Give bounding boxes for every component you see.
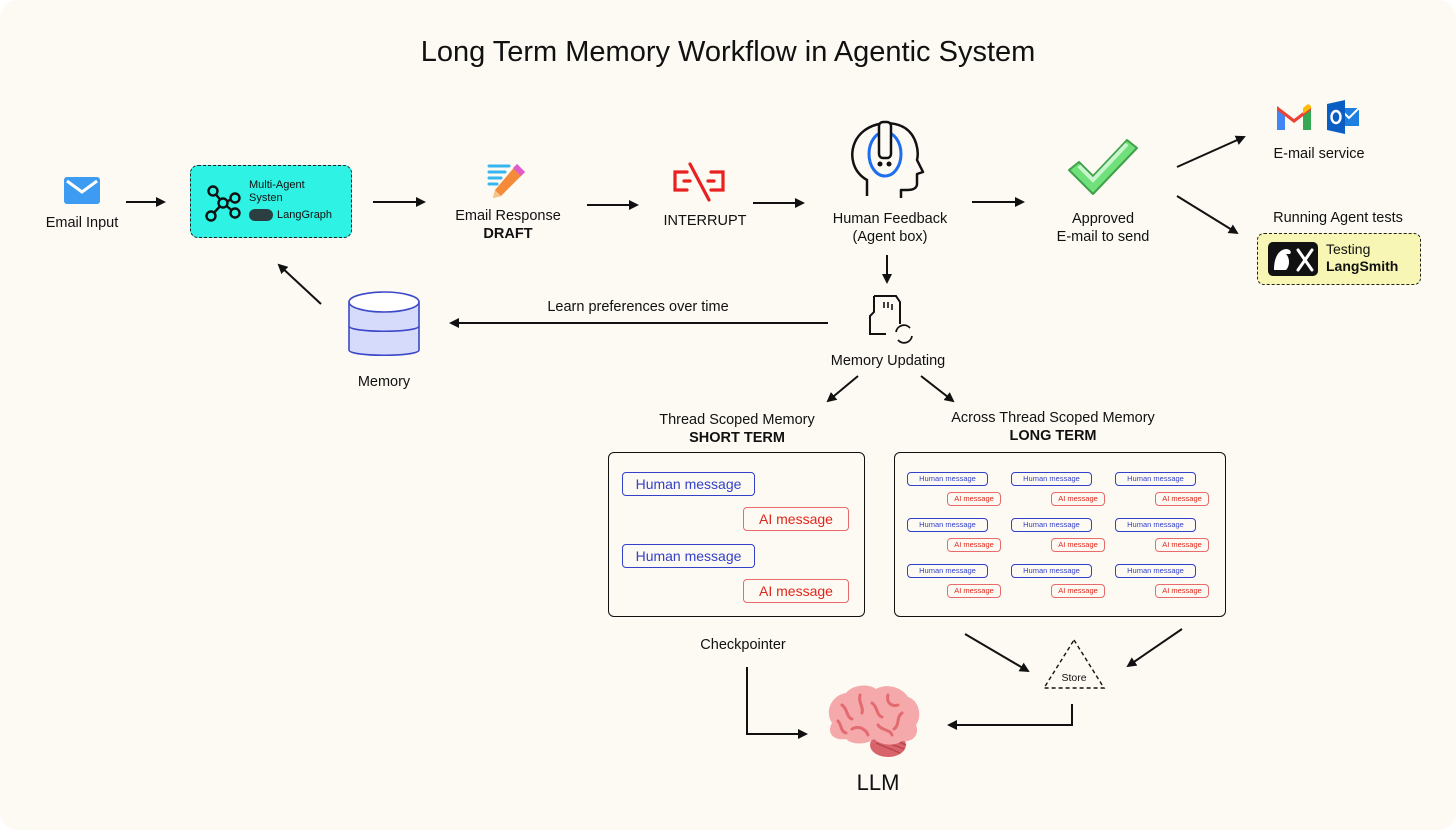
parrot-tools-icon — [1268, 242, 1318, 276]
email-draft-label: Email Response DRAFT — [438, 207, 578, 243]
learn-preferences-label: Learn preferences over time — [547, 299, 729, 315]
ai-message: AI message — [947, 584, 1001, 598]
ai-message: AI message — [947, 492, 1001, 506]
store-label: Store — [1061, 672, 1087, 684]
human-message: Human message — [622, 544, 755, 568]
arrow-long-term-left-to-store — [964, 633, 1030, 673]
network-graph-icon — [203, 183, 243, 228]
langsmith-line1: Testing — [1326, 241, 1371, 257]
human-feedback-label: Human Feedback (Agent box) — [815, 210, 965, 246]
ai-message: AI message — [1051, 584, 1105, 598]
langsmith-testing-node[interactable]: Testing LangSmith — [1257, 233, 1421, 285]
arrow-updating-to-short-term — [826, 375, 859, 403]
ai-message: AI message — [743, 579, 849, 603]
multi-agent-label-line2: Systen — [249, 192, 283, 204]
email-input-label: Email Input — [45, 215, 119, 231]
email-service-label: E-mail service — [1273, 146, 1365, 162]
langgraph-logo-icon — [249, 209, 273, 221]
langgraph-label: LangGraph — [277, 209, 333, 221]
human-message: Human message — [1115, 564, 1196, 578]
llm-label: LLM — [856, 770, 900, 795]
gmail-icon — [1275, 102, 1313, 137]
memory-label: Memory — [357, 374, 411, 390]
approved-label: Approved E-mail to send — [1030, 210, 1176, 246]
long-term-heading: Across Thread Scoped Memory LONG TERM — [933, 409, 1173, 445]
arrow-approved-to-email-service — [1176, 135, 1246, 168]
langsmith-text: Testing LangSmith — [1326, 241, 1398, 275]
database-icon — [347, 290, 421, 367]
ai-message: AI message — [743, 507, 849, 531]
short-term-memory-panel: Human message AI message Human message A… — [608, 452, 865, 617]
human-message: Human message — [907, 564, 988, 578]
ai-message: AI message — [1155, 492, 1209, 506]
ai-message: AI message — [1051, 492, 1105, 506]
human-message: Human message — [622, 472, 755, 496]
multi-agent-label-line1: Multi-Agent — [249, 179, 305, 191]
short-term-heading: Thread Scoped Memory SHORT TERM — [627, 411, 847, 447]
human-message: Human message — [1011, 518, 1092, 532]
outlook-icon — [1325, 100, 1361, 139]
approved-label-line1: Approved — [1071, 211, 1135, 227]
short-term-title: Thread Scoped Memory — [659, 412, 815, 428]
diagram-title: Long Term Memory Workflow in Agentic Sys… — [420, 36, 1036, 68]
store-node: Store — [1042, 638, 1106, 697]
arrow-updating-to-long-term — [920, 375, 955, 403]
arrow-checkpointer-to-llm — [746, 667, 808, 739]
arrow-approved-to-tests — [1176, 195, 1239, 235]
human-message: Human message — [1011, 564, 1092, 578]
human-feedback-label-line1: Human Feedback — [832, 211, 948, 227]
human-message: Human message — [907, 472, 988, 486]
short-term-subtitle: SHORT TERM — [689, 430, 785, 446]
pencil-icon — [487, 160, 529, 205]
multi-agent-label: Multi-Agent Systen — [249, 179, 305, 205]
human-message: Human message — [1115, 518, 1196, 532]
long-term-title: Across Thread Scoped Memory — [951, 410, 1155, 426]
interrupt-label: INTERRUPT — [663, 213, 747, 229]
brain-icon — [822, 683, 924, 768]
multi-agent-system-node[interactable]: Multi-Agent Systen LangGraph — [190, 165, 352, 238]
ai-message: AI message — [1051, 538, 1105, 552]
arrow-memory-to-agent — [277, 263, 322, 305]
ai-message: AI message — [1155, 584, 1209, 598]
arrow-long-term-right-to-store — [1126, 628, 1183, 668]
human-message: Human message — [1115, 472, 1196, 486]
memory-card-sync-icon — [866, 294, 920, 351]
ai-message: AI message — [947, 538, 1001, 552]
approved-label-line2: E-mail to send — [1056, 229, 1150, 245]
human-headset-icon — [847, 118, 927, 207]
agent-tests-label: Running Agent tests — [1273, 210, 1403, 226]
checkpointer-label: Checkpointer — [700, 637, 786, 653]
langgraph-badge: LangGraph — [249, 209, 332, 221]
email-draft-label-line1: Email Response — [455, 208, 561, 224]
memory-updating-label: Memory Updating — [830, 353, 946, 369]
envelope-icon — [64, 177, 100, 209]
arrow-store-to-llm — [947, 704, 1073, 730]
broken-link-icon — [671, 162, 727, 207]
ai-message: AI message — [1155, 538, 1209, 552]
langsmith-line2: LangSmith — [1326, 258, 1399, 274]
human-message: Human message — [907, 518, 988, 532]
human-feedback-label-line2: (Agent box) — [852, 229, 928, 245]
email-draft-label-line2: DRAFT — [483, 226, 533, 242]
human-message: Human message — [1011, 472, 1092, 486]
long-term-subtitle: LONG TERM — [1009, 428, 1097, 444]
checkmark-icon — [1065, 136, 1139, 203]
